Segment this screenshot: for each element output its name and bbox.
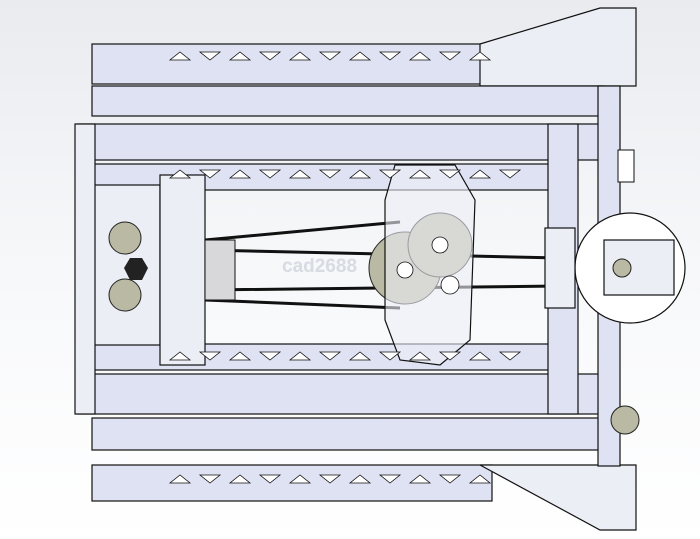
bracket — [544, 227, 576, 309]
hub-bolt — [612, 258, 632, 278]
truss-cutout — [378, 51, 402, 61]
truss-cutout — [408, 51, 432, 61]
left-module-plate — [159, 174, 206, 366]
bearing — [440, 275, 460, 295]
truss-cutout — [258, 169, 282, 179]
truss-cutout — [288, 169, 312, 179]
truss-cutout — [468, 169, 492, 179]
belt — [204, 220, 561, 310]
truss-cutout — [318, 474, 342, 484]
truss-cutout — [438, 169, 462, 179]
truss-cutout — [168, 474, 192, 484]
bottom-right-gusset — [479, 464, 637, 531]
gearbox-plate — [384, 164, 476, 366]
upper-rail-2 — [77, 123, 607, 161]
truss-cutout — [228, 474, 252, 484]
truss-cutout — [378, 169, 402, 179]
truss-cutout — [228, 169, 252, 179]
truss-cutout — [228, 351, 252, 361]
lower-rail-2 — [77, 373, 607, 415]
truss-cutout — [258, 51, 282, 61]
lower-rail-1 — [91, 417, 605, 451]
truss-cutout — [438, 474, 462, 484]
truss-cutout — [468, 51, 492, 61]
axle — [396, 261, 414, 279]
truss-cutout — [378, 474, 402, 484]
truss-cutout — [168, 169, 192, 179]
truss-cutout — [408, 169, 432, 179]
truss-cutout — [468, 351, 492, 361]
left-module — [89, 184, 161, 346]
truss-cutout — [318, 169, 342, 179]
upper-rail-1 — [91, 85, 605, 117]
connector — [617, 149, 635, 183]
truss-cutout — [348, 51, 372, 61]
truss-cutout — [318, 351, 342, 361]
left-wheel-top — [108, 221, 142, 255]
truss-cutout — [168, 51, 192, 61]
truss-cutout — [348, 351, 372, 361]
truss-cutout — [438, 351, 462, 361]
left-wheel-bottom — [108, 278, 142, 312]
truss-cutout — [198, 474, 222, 484]
truss-cutout — [408, 474, 432, 484]
truss-cutout — [168, 351, 192, 361]
truss-cutout — [288, 51, 312, 61]
small-gear — [610, 405, 640, 435]
truss-cutout — [348, 474, 372, 484]
watermark: cad2688 — [282, 256, 358, 277]
truss-cutout — [378, 351, 402, 361]
truss-cutout — [408, 351, 432, 361]
top-right-gusset — [479, 7, 637, 87]
left-edge-plate — [74, 123, 96, 415]
truss-cutout — [498, 351, 522, 361]
truss-cutout — [258, 351, 282, 361]
truss-cutout — [348, 169, 372, 179]
truss-cutout — [498, 169, 522, 179]
truss-cutout — [198, 351, 222, 361]
truss-cutout — [198, 51, 222, 61]
axle — [431, 236, 449, 254]
motor — [204, 239, 236, 301]
top-outer-rail — [91, 43, 493, 85]
hex-nut — [124, 258, 148, 280]
truss-cutout — [468, 474, 492, 484]
truss-cutout — [258, 474, 282, 484]
truss-cutout — [438, 51, 462, 61]
truss-cutout — [288, 474, 312, 484]
truss-cutout — [228, 51, 252, 61]
truss-cutout — [198, 169, 222, 179]
truss-cutout — [318, 51, 342, 61]
truss-cutout — [288, 351, 312, 361]
